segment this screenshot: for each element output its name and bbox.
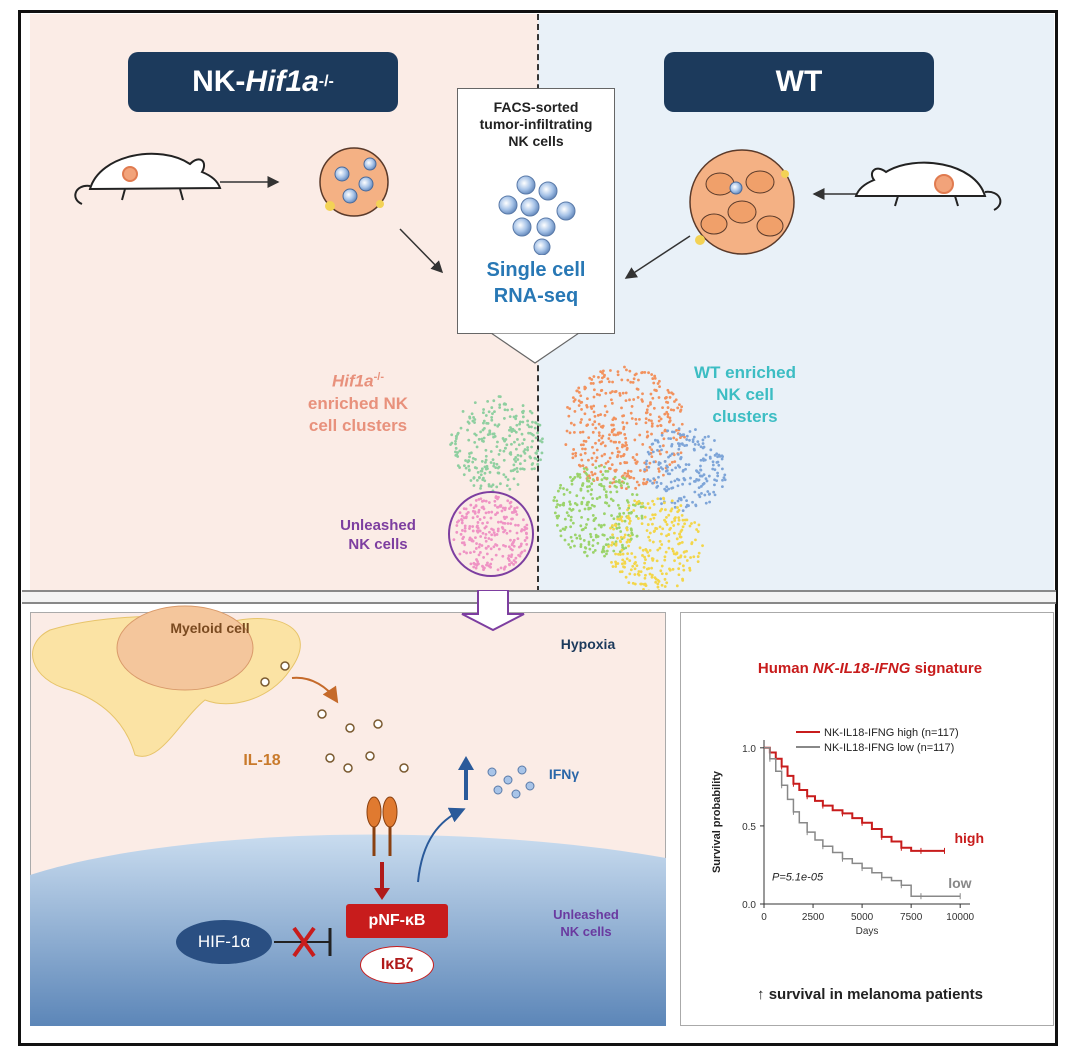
- il18-receptor-icon: [366, 796, 398, 856]
- ko-cluster-gene: Hif1a: [332, 371, 374, 391]
- block-x-icon: [292, 926, 316, 958]
- ko-banner-prefix: NK-: [192, 65, 246, 98]
- survival-panel: [680, 612, 1054, 1026]
- ko-banner: NK-Hif1a-/-: [128, 52, 398, 112]
- wt-cluster-line1: WT enriched: [693, 363, 796, 382]
- legend-entry: NK-IL18-IFNG high (n=117): [824, 727, 959, 739]
- purple-arrow-icon: [461, 590, 525, 632]
- survival-title: Human NK-IL18-IFNG signature: [700, 660, 1040, 677]
- y-tick-label: 0.5: [742, 822, 756, 833]
- rna-line2: RNA-seq: [493, 285, 579, 307]
- facs-line2: tumor-infiltrating: [479, 116, 593, 132]
- scrna-seq-box: FACS-sorted tumor-infiltrating NK cells …: [457, 88, 615, 334]
- facs-line3: NK cells: [508, 133, 564, 149]
- myeloid-label: Myeloid cell: [170, 620, 250, 636]
- x-tick-label: 2500: [802, 912, 825, 923]
- wt-banner-label: WT: [775, 65, 823, 98]
- unleashed-circle: [448, 491, 534, 577]
- hif1a-label: HIF-1α: [197, 932, 251, 951]
- ko-banner-sup: -/-: [318, 73, 334, 90]
- y-tick-label: 1.0: [742, 744, 756, 755]
- unleashed-bottom-line1: Unleashed: [553, 907, 619, 922]
- hif1a-node: HIF-1α: [176, 920, 272, 964]
- hypoxia-label: Hypoxia: [560, 636, 616, 652]
- mechanism-illustration: [30, 590, 666, 1026]
- ifng-dots: [487, 765, 535, 799]
- mouse-left-icon: [74, 152, 222, 205]
- survival-title-prefix: Human: [757, 660, 813, 677]
- y-tick-label: 0.0: [742, 900, 756, 911]
- survival-title-suffix: signature: [910, 660, 983, 677]
- myeloid-nucleus: [116, 605, 254, 691]
- cluster-scatter: [449, 365, 727, 593]
- unleashed-bottom-label: Unleashed NK cells: [536, 906, 636, 940]
- pnfkb-node: pNF-κB: [346, 904, 448, 938]
- ikbz-node: IκBζ: [360, 946, 434, 984]
- x-axis-label: Days: [856, 926, 879, 937]
- ko-cluster-line2: enriched NK: [307, 393, 409, 413]
- large-tumor-icon: [689, 149, 795, 255]
- p-value-label: P=5.1e-05: [772, 872, 824, 884]
- wt-cluster-label: WT enriched NK cell clusters: [670, 362, 820, 428]
- ko-banner-gene: Hif1a: [245, 65, 319, 98]
- wt-cluster-line2: NK cell: [716, 385, 774, 404]
- ikbz-label: IκBζ: [380, 956, 414, 973]
- ifng-label: IFNγ: [548, 766, 580, 782]
- ko-cluster-label: Hif1a-/- enriched NK cell clusters: [278, 366, 438, 437]
- top-illustration: [74, 147, 1002, 593]
- high-label: high: [954, 830, 984, 846]
- x-tick-label: 5000: [851, 912, 874, 923]
- survival-title-italic: NK-IL18-IFNG: [812, 660, 911, 677]
- x-tick-label: 0: [761, 912, 767, 923]
- facs-line1: FACS-sorted: [493, 99, 579, 115]
- x-tick-label: 10000: [946, 912, 974, 923]
- mouse-right-icon: [854, 161, 1002, 211]
- il18-dots: [260, 661, 409, 773]
- unleashed-top-label: Unleashed NK cells: [318, 516, 438, 554]
- ko-cluster-line3: cell clusters: [308, 415, 408, 435]
- nk-cells-icon: [498, 175, 576, 255]
- down-arrow-icon: [490, 333, 580, 364]
- survival-line-low: [764, 747, 961, 897]
- small-tumor-icon: [319, 147, 389, 217]
- survival-line-high: [764, 746, 945, 852]
- ko-cluster-sup: -/-: [373, 371, 384, 383]
- il18-label: IL-18: [243, 752, 281, 769]
- unleashed-top-line1: Unleashed: [340, 517, 416, 534]
- wt-banner: WT: [664, 52, 934, 112]
- legend-entry: NK-IL18-IFNG low (n=117): [824, 742, 954, 754]
- wt-cluster-line3: clusters: [712, 407, 778, 426]
- survival-footer: ↑ survival in melanoma patients: [757, 986, 983, 1003]
- rna-line1: Single cell: [486, 259, 586, 281]
- pnfkb-label: pNF-κB: [368, 912, 426, 929]
- unleashed-bottom-line2: NK cells: [560, 924, 612, 939]
- ifng-curve-arrow: [417, 807, 466, 883]
- unleashed-top-line2: NK cells: [348, 536, 408, 553]
- y-axis-label: Survival probability: [711, 770, 723, 873]
- x-tick-label: 7500: [900, 912, 923, 923]
- section-separator: [22, 590, 1056, 604]
- low-label: low: [948, 875, 971, 891]
